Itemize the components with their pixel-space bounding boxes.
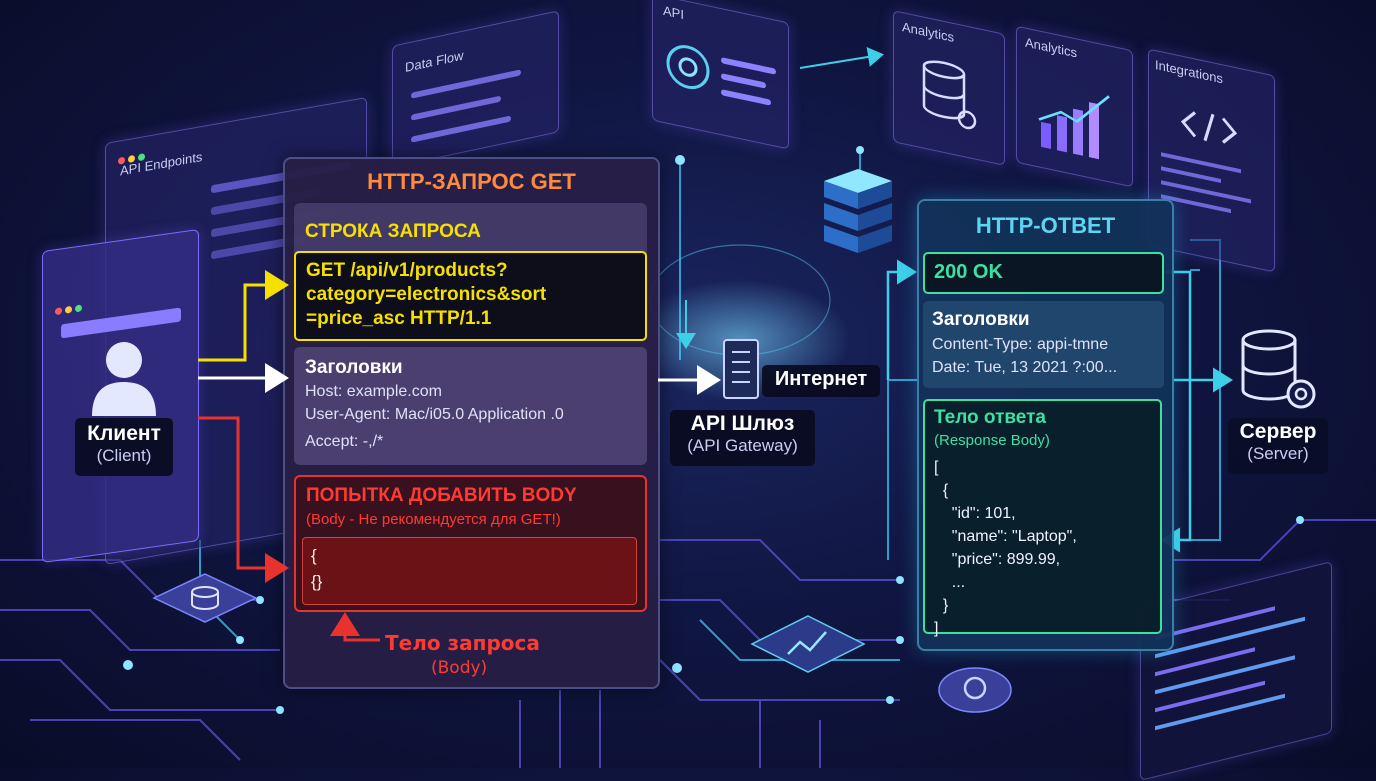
response-body-subheading: (Response Body) [934, 432, 1050, 449]
response-body-code: [ { "id": 101, "name": "Laptop", "price"… [934, 456, 1077, 640]
code-icon [1180, 111, 1238, 144]
request-line-3: =price_asc HTTP/1.1 [306, 308, 492, 329]
gateway-title: API Шлюз [690, 412, 795, 435]
server-database-icon [1241, 329, 1316, 409]
integrations-panel: Integrations [1148, 48, 1275, 273]
server-subtitle: (Server) [1247, 444, 1309, 463]
client-title: Клиент [87, 422, 161, 445]
header-user-agent: User-Agent: Mac/i05.0 Application .0 [305, 406, 564, 423]
response-header-date: Date: Tue, 13 2021 ?:00... [932, 359, 1118, 376]
arrow-internet-to-status [886, 259, 917, 380]
database-icon [922, 60, 977, 130]
request-line-1: GET /api/v1/products? [306, 260, 508, 281]
sync-tile-icon [938, 667, 1012, 713]
response-status: 200 OK [934, 261, 1003, 283]
json-line: ] [934, 620, 939, 637]
arrow-to-request-line [198, 270, 289, 362]
request-line-2: category=electronics&sort [306, 284, 547, 305]
json-line: "id": 101, [934, 505, 1016, 522]
bar-chart-icon [1038, 95, 1110, 160]
body-code-line-2: {} [311, 572, 323, 591]
json-line: { [934, 482, 949, 499]
server-title: Сервер [1239, 420, 1317, 443]
server-label: Сервер (Server) [1228, 418, 1328, 474]
response-headers-section: Заголовки Content-Type: appi-tmne Date: … [923, 301, 1164, 388]
database-tile-icon [152, 573, 258, 623]
json-line: ... [934, 574, 966, 591]
arrow-body-label [330, 612, 380, 642]
request-body-subtitle: (Body) [431, 658, 488, 678]
internet-text: Интернет [774, 368, 868, 390]
request-headers-heading: Заголовки [305, 357, 403, 378]
json-line: "price": 899.99, [934, 551, 1061, 568]
body-code-line-1: { [311, 546, 317, 565]
request-line-box: GET /api/v1/products? category=electroni… [294, 251, 647, 341]
json-line: "name": "Laptop", [934, 528, 1077, 545]
http-response-panel: HTTP-ОТВЕТ 200 OK Заголовки Content-Type… [917, 199, 1174, 651]
response-body-section: Тело ответа (Response Body) [ { "id": 10… [923, 399, 1162, 637]
client-label: Клиент (Client) [75, 418, 173, 476]
internet-label: Интернет [762, 365, 880, 397]
body-attempt-note: (Body - Не рекомендуется для GET!) [306, 511, 561, 528]
gateway-server-icon [723, 339, 759, 399]
server-stack-icon [824, 169, 892, 253]
request-line-section: СТРОКА ЗАПРОСА GET /api/v1/products? cat… [294, 203, 647, 341]
http-request-panel: HTTP-ЗАПРОС GET СТРОКА ЗАПРОСА GET /api/… [283, 157, 660, 689]
response-status-box: 200 OK [923, 252, 1164, 294]
request-headers-section: Заголовки Host: example.com User-Agent: … [294, 347, 647, 465]
response-headers-heading: Заголовки [932, 309, 1030, 330]
header-host: Host: example.com [305, 383, 442, 400]
request-title: HTTP-ЗАПРОС GET [367, 169, 576, 194]
client-subtitle: (Client) [96, 446, 152, 465]
request-body-title: Тело запроса [385, 631, 540, 655]
gateway-subtitle: (API Gateway) [687, 436, 798, 455]
chart-tile-icon [750, 615, 866, 673]
analytics-panel-1: Analytics [893, 10, 1005, 166]
body-attempt-section: ПОПЫТКА ДОБАВИТЬ BODY (Body - Не рекомен… [294, 475, 647, 612]
arrow-server-return [1160, 270, 1192, 553]
arrow-top-connector [799, 47, 884, 69]
request-line-heading: СТРОКА ЗАПРОСА [305, 221, 481, 242]
user-avatar-icon [92, 342, 156, 416]
arrow-to-body [198, 416, 289, 583]
gateway-label: API Шлюз (API Gateway) [670, 410, 815, 466]
response-title: HTTP-ОТВЕТ [975, 213, 1116, 238]
analytics-panel-2: Analytics [1016, 25, 1133, 188]
json-line: [ [934, 459, 939, 476]
api-panel: API [652, 0, 789, 150]
json-line: } [934, 597, 949, 614]
header-accept: Accept: -,/* [305, 433, 384, 450]
body-code-box: { {} [302, 537, 637, 605]
response-body-heading: Тело ответа [934, 407, 1046, 428]
body-attempt-heading: ПОПЫТКА ДОБАВИТЬ BODY [306, 485, 577, 506]
gear-icon [666, 45, 710, 90]
response-header-content-type: Content-Type: appi-tmne [932, 336, 1109, 353]
